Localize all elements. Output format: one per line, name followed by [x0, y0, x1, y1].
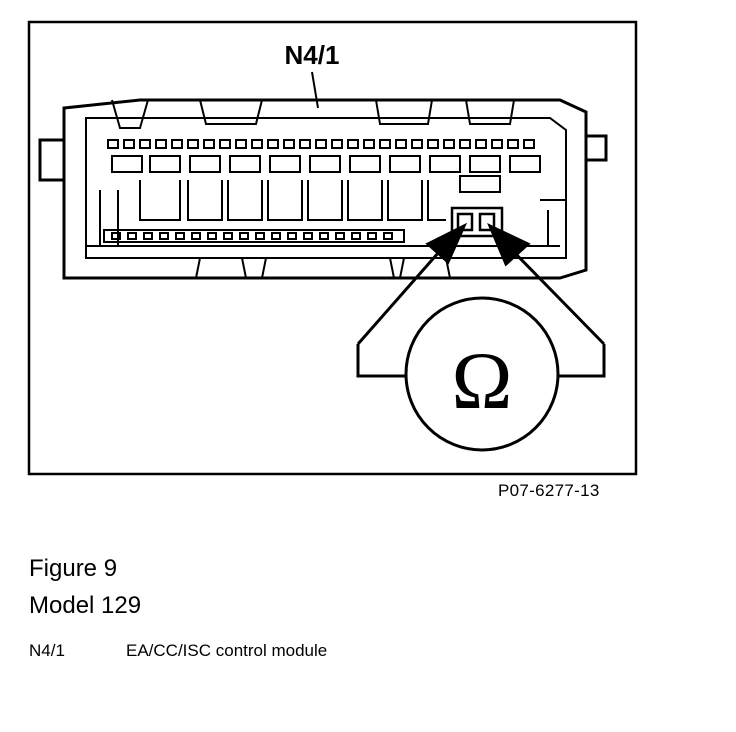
figure-model: Model 129	[29, 592, 142, 619]
figure-reference-code: P07-6277-13	[498, 481, 600, 500]
left-probe-line	[356, 243, 448, 345]
upper-pin-row	[107, 139, 535, 149]
lower-pin-row	[103, 229, 405, 243]
second-pin-row	[111, 155, 541, 173]
figure-frame	[27, 20, 638, 476]
figure-title: Figure 9	[29, 555, 118, 582]
ohm-icon: Ω	[452, 335, 513, 426]
legend-code: N4/1	[29, 641, 65, 660]
test-terminals	[450, 206, 504, 238]
connector-label: N4/1	[285, 40, 340, 70]
legend-description: EA/CC/ISC control module	[126, 641, 328, 660]
connector-housing	[38, 98, 608, 280]
probe-arrows	[356, 222, 606, 378]
left-arrowhead	[425, 222, 468, 265]
right-arrowhead	[487, 222, 531, 267]
right-probe-line	[506, 244, 606, 346]
socket-chambers	[139, 175, 501, 221]
label-leader-line	[311, 71, 319, 109]
meter-lead-frame	[356, 344, 606, 378]
ohmmeter-circle	[404, 296, 560, 452]
